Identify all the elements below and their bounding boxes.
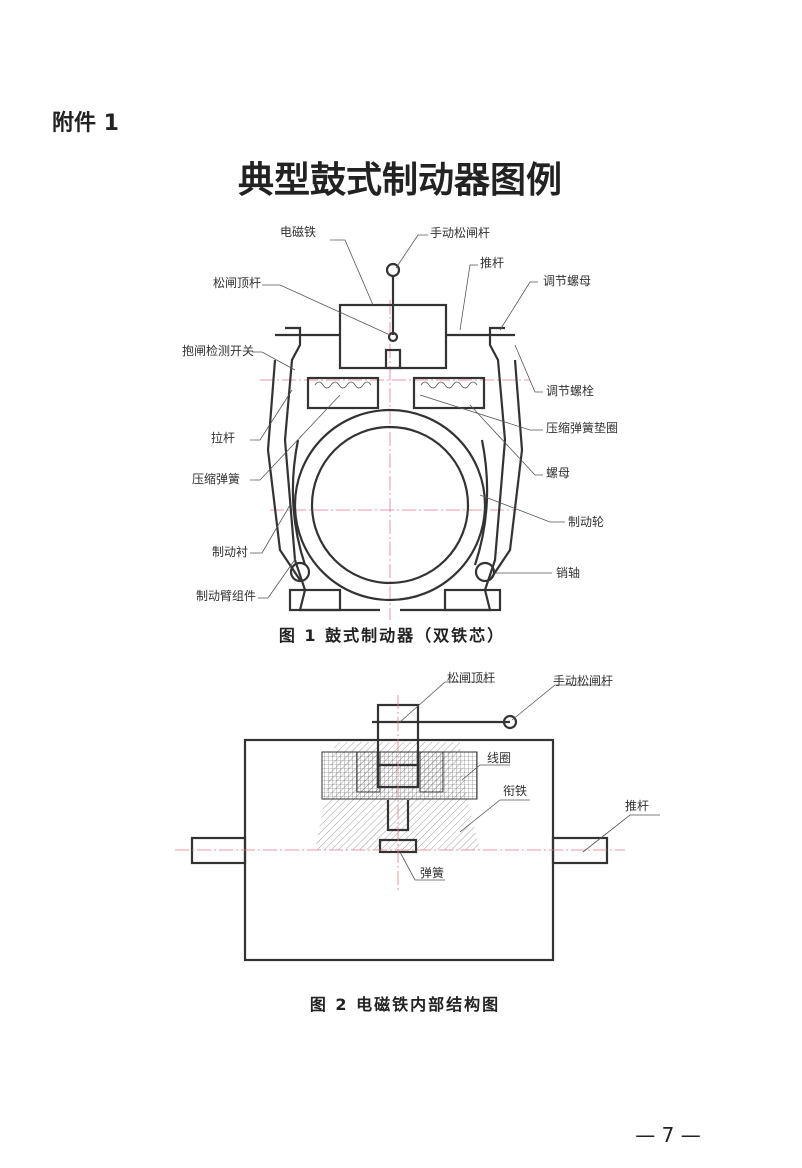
page-title: 典型鼓式制动器图例	[238, 160, 562, 201]
label-push-rod: 推杆	[480, 256, 504, 270]
figure1-labels: 电磁铁 手动松闸杆 推杆 松闸顶杆 调节螺母 抱闸检测开关 调节螺栓 拉杆 压缩…	[182, 224, 618, 603]
label-armature: 衔铁	[503, 784, 527, 798]
label-nut: 螺母	[546, 466, 570, 480]
label-brake-lining: 制动衬	[212, 545, 248, 559]
label-release-ejector-rod: 松闸顶杆	[213, 276, 261, 290]
label-electromagnet: 电磁铁	[280, 224, 316, 239]
label-spring: 弹簧	[420, 865, 444, 880]
figure2-labels: 松闸顶杆 手动松闸杆 线圈 衔铁 推杆 弹簧	[420, 671, 649, 880]
label-brake-wheel: 制动轮	[568, 515, 604, 529]
page-number: — 7 —	[635, 1123, 700, 1147]
label-adjusting-nut: 调节螺母	[543, 274, 591, 288]
label-spring-washer: 压缩弹簧垫圈	[546, 420, 618, 435]
label-adjusting-bolt: 调节螺栓	[546, 383, 594, 398]
figure2-caption: 图 2 电磁铁内部结构图	[310, 995, 500, 1014]
figure2-electromagnet-diagram	[175, 681, 660, 962]
label-release-ejector-rod-fig2: 松闸顶杆	[447, 671, 495, 685]
label-manual-release-lever: 手动松闸杆	[430, 226, 490, 240]
figure1-drum-brake-diagram	[250, 234, 565, 620]
label-push-rod-fig2: 推杆	[625, 799, 649, 813]
label-pin-shaft: 销轴	[556, 565, 580, 580]
label-compression-spring: 压缩弹簧	[192, 471, 240, 486]
figure1-caption: 图 1 鼓式制动器（双铁芯）	[279, 626, 505, 645]
label-coil: 线圈	[487, 751, 511, 765]
label-pull-rod: 拉杆	[211, 430, 235, 445]
attachment-label: 附件 1	[52, 110, 119, 136]
label-brake-detection-switch: 抱闸检测开关	[182, 343, 254, 358]
label-manual-release-lever-fig2: 手动松闸杆	[553, 674, 613, 688]
label-brake-arm-assembly: 制动臂组件	[196, 589, 256, 603]
